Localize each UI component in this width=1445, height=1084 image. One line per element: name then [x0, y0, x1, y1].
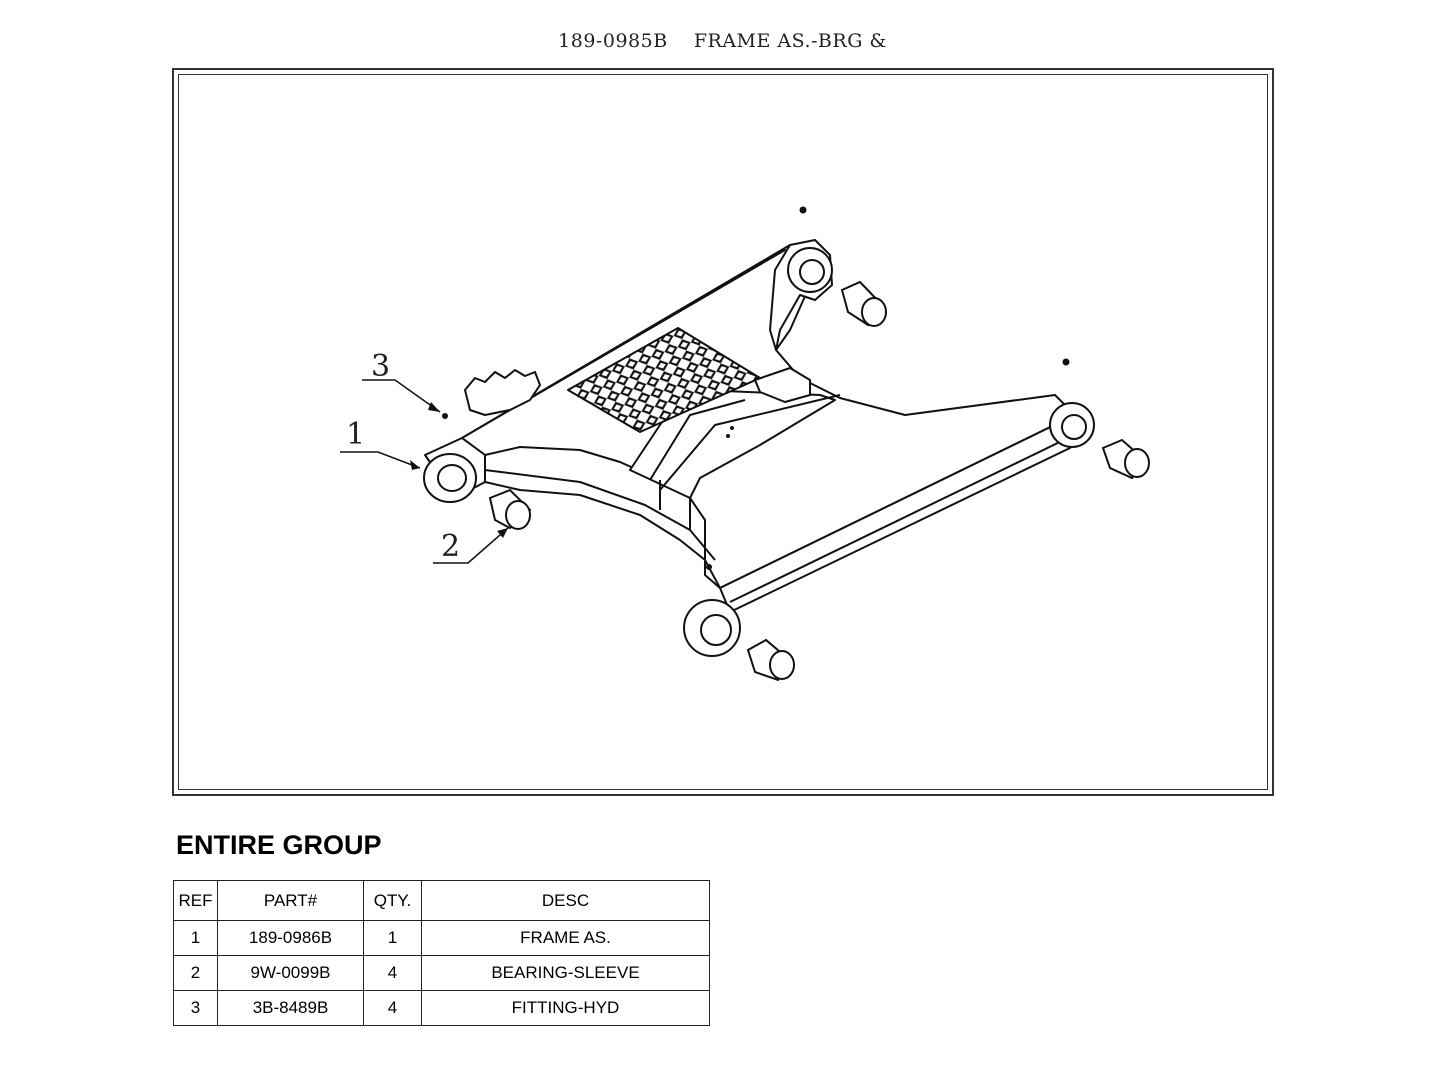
cell-desc: FRAME AS. [421, 920, 710, 956]
cell-ref: 1 [173, 920, 218, 956]
cell-qty: 4 [363, 990, 422, 1026]
fitting-hyd-left [442, 413, 448, 419]
cell-part: 3B-8489B [217, 990, 364, 1026]
cell-part: 9W-0099B [217, 955, 364, 991]
cell-ref: 3 [173, 990, 218, 1026]
fitting-hyd-front [706, 564, 712, 570]
parts-table: REF PART# QTY. DESC 1 189-0986B 1 FRAME … [173, 880, 710, 1026]
callout-label-3: 3 [371, 349, 390, 384]
cell-qty: 1 [363, 920, 422, 956]
cell-qty: 4 [363, 955, 422, 991]
col-header-ref: REF [173, 880, 218, 921]
cell-ref: 2 [173, 955, 218, 991]
cell-part: 189-0986B [217, 920, 364, 956]
callout-leader-2 [433, 527, 509, 564]
table-row: 2 9W-0099B 4 BEARING-SLEEVE [173, 955, 710, 991]
callout-label-2: 2 [441, 529, 460, 564]
table-row: 1 189-0986B 1 FRAME AS. [173, 920, 710, 956]
callout-leader-1 [340, 451, 421, 469]
drawing-frame-inner [178, 74, 1268, 790]
callout-label-1: 1 [346, 417, 365, 452]
serrated-disc [464, 369, 541, 416]
fitting-hyd-right [1062, 358, 1070, 366]
col-header-desc: DESC [421, 880, 710, 921]
col-header-part: PART# [217, 880, 364, 921]
frame-underside [484, 455, 721, 589]
cell-desc: BEARING-SLEEVE [421, 955, 710, 991]
drawing-title: 189-0985B FRAME AS.-BRG & [558, 30, 887, 52]
cell-desc: FITTING-HYD [421, 990, 710, 1026]
group-heading: ENTIRE GROUP [176, 830, 382, 860]
col-header-qty: QTY. [363, 880, 422, 921]
fitting-hyd-rear [799, 206, 807, 214]
table-row: 3 3B-8489B 4 FITTING-HYD [173, 990, 710, 1026]
callout-leader-3 [362, 379, 441, 413]
table-header-row: REF PART# QTY. DESC [173, 880, 710, 921]
drawing-frame [172, 68, 1274, 796]
